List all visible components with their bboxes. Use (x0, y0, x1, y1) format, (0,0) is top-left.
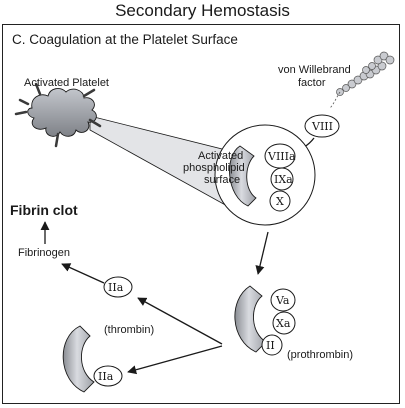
membrane-crescent-lower (234, 285, 267, 353)
von-willebrand-chain (336, 51, 395, 96)
von-willebrand-label-line2: factor (298, 77, 326, 89)
factor-iia-top-label: IIa (108, 281, 124, 294)
arrow-iia-to-fibrinogen (61, 263, 105, 284)
thrombin-label: (thrombin) (104, 324, 155, 336)
factor-iia-bottom-shape (93, 365, 123, 387)
arrow-to-prothrombinase (255, 231, 269, 275)
factor-viiia-label: VIIIa (268, 150, 296, 163)
factor-xa-label: Xa (276, 317, 291, 330)
factor-va-shape (270, 288, 296, 312)
factor-x-shape (269, 190, 291, 212)
factor-iia-bottom-label: IIa (98, 370, 114, 383)
panel-frame (2, 24, 400, 404)
factor-viii-label: VIII (312, 120, 333, 133)
page-title: Secondary Hemostasis (115, 1, 290, 20)
phospholipid-label-line3: surface (204, 174, 241, 186)
factor-ixa-shape (270, 167, 294, 191)
factor-va-label: Va (276, 294, 290, 307)
factor-xa-shape (272, 311, 296, 335)
activated-platelet-shape (14, 82, 102, 148)
arrow-to-iia-bottom (127, 345, 223, 375)
von-willebrand-label-line1: von Willebrand (278, 64, 351, 76)
factor-iia-top-shape (103, 276, 133, 298)
factor-ii-label: II (266, 339, 275, 352)
prothrombin-label: (prothrombin) (287, 349, 354, 361)
activated-platelet-label: Activated Platelet (24, 77, 109, 89)
factor-ixa-label: IXa (274, 173, 293, 186)
phospholipid-label-line1: Activated (198, 150, 244, 162)
arrow-to-iia-top (137, 297, 223, 345)
panel-title: C. Coagulation at the Platelet Surface (12, 32, 238, 47)
membrane-crescent-bottom-left (62, 325, 95, 393)
fibrin-clot-label: Fibrin clot (10, 202, 78, 218)
membrane-crescent-upper (229, 145, 257, 207)
factor-ii-shape (261, 334, 283, 356)
fibrinogen-label: Fibrinogen (18, 247, 70, 259)
factor-viii-shape (304, 114, 340, 138)
phospholipid-label-line2: phospholipid (183, 162, 245, 174)
factor-x-label: X (276, 195, 284, 208)
